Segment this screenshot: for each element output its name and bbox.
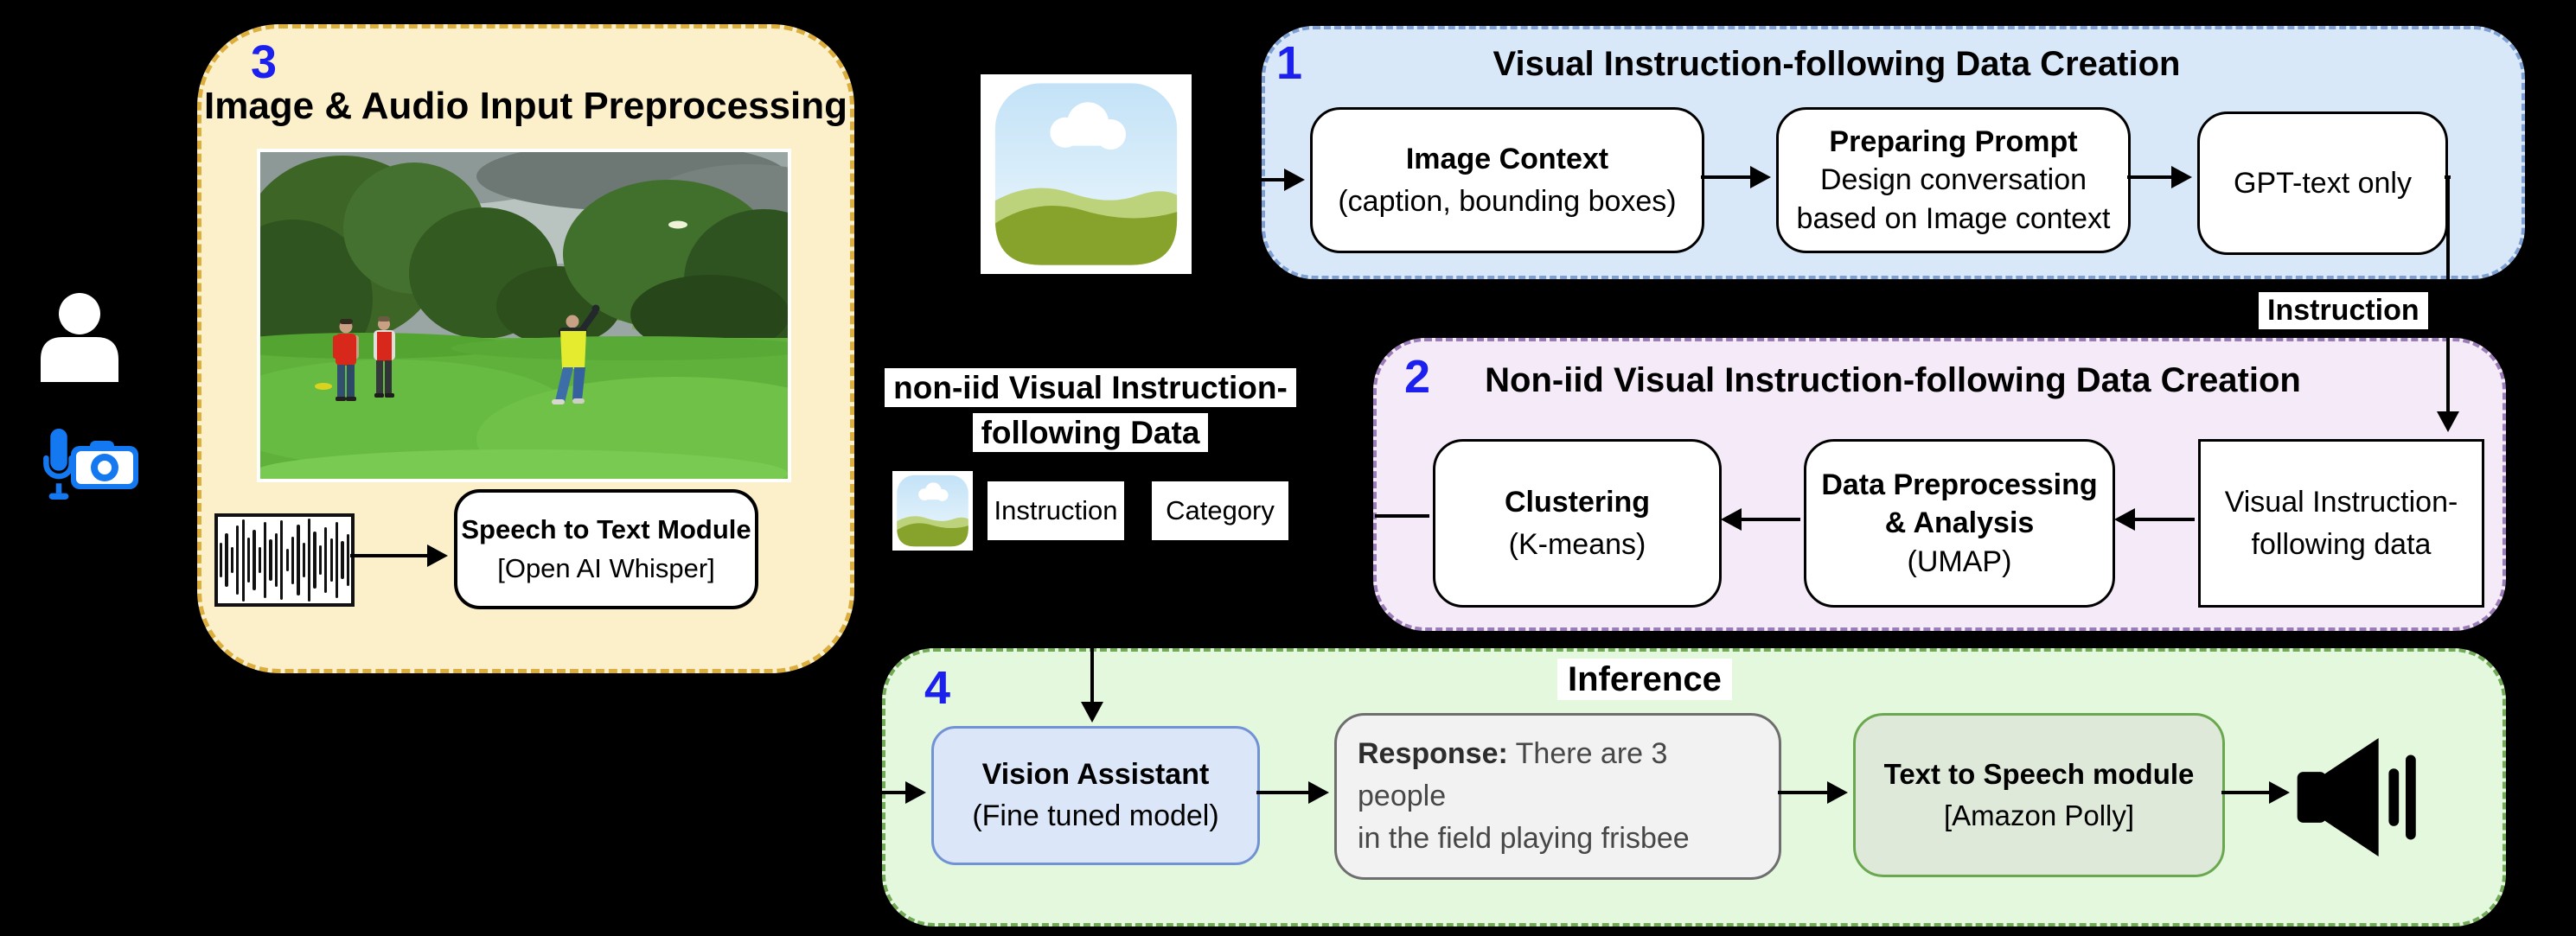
arrow-image-to-context [1259, 169, 1305, 191]
arrow-prompt-to-gpt [2127, 166, 2192, 188]
arrow-instruction-down [2437, 177, 2459, 432]
preparing-prompt-line3: based on Image context [1796, 201, 2111, 235]
instruction-flow-label: Instruction [2259, 292, 2428, 329]
noniid-data-label-line1: non-iid Visual Instruction- [885, 368, 1296, 407]
arrow-waveform-to-speech [350, 544, 448, 567]
speaker-icon [2297, 737, 2416, 857]
clustering-subtitle: (K-means) [1508, 527, 1646, 561]
gpt-box: GPT-text only [2197, 111, 2448, 255]
vision-assistant-box: Vision Assistant (Fine tuned model) [931, 726, 1260, 865]
vision-assistant-title: Vision Assistant [981, 757, 1210, 791]
section-number-1: 1 [1276, 37, 1303, 89]
arrow-preprocessing-to-clustering [1721, 508, 1800, 531]
instruction-item-box: Instruction [986, 480, 1126, 542]
vif-data-line1: Visual Instruction- [2224, 486, 2458, 519]
arrow-into-vision-assistant [882, 781, 926, 804]
response-label: Response: [1358, 736, 1508, 770]
landscape-image-icon-small [892, 471, 973, 551]
camera-icon [71, 441, 138, 489]
arrow-data-to-vision-assistant [1081, 648, 1103, 723]
data-preprocessing-line2: & Analysis [1884, 506, 2035, 540]
person-icon [41, 293, 118, 382]
landscape-image-icon [981, 74, 1192, 274]
section-visual-data-creation: 1 Visual Instruction-following Data Crea… [1262, 26, 2525, 279]
gpt-title: GPT-text only [2234, 166, 2412, 200]
response-text-line1: There are 3 people [1358, 736, 1668, 812]
text-to-speech-title: Text to Speech module [1883, 758, 2195, 791]
response-text-line2: in the field playing frisbee [1358, 822, 1690, 856]
speech-to-text-box: Speech to Text Module [Open AI Whisper] [454, 489, 758, 609]
noniid-data-label-line2: following Data [972, 413, 1209, 452]
section-title-noniid-creation: Non-iid Visual Instruction-following Dat… [1485, 361, 2301, 399]
section-number-2: 2 [1404, 351, 1431, 403]
response-box: Response: There are 3 people in the fiel… [1334, 713, 1781, 880]
vif-data-box: Visual Instruction- following data [2198, 439, 2484, 608]
arrow-vifdata-to-preprocessing [2114, 508, 2195, 531]
speech-to-text-subtitle: [Open AI Whisper] [497, 552, 715, 583]
data-preprocessing-line1: Data Preprocessing [1821, 468, 2098, 502]
data-preprocessing-subtitle: (UMAP) [1907, 544, 2012, 578]
section-title-data-creation: Visual Instruction-following Data Creati… [1493, 45, 2181, 83]
arrow-response-to-tts [1778, 781, 1848, 804]
section-inference: 4 Inference Vision Assistant (Fine tuned… [882, 648, 2506, 926]
audio-waveform-icon [214, 513, 355, 607]
image-context-title: Image Context [1405, 143, 1609, 176]
section-noniid-data-creation: 2 Non-iid Visual Instruction-following D… [1373, 338, 2506, 631]
vision-assistant-subtitle: (Fine tuned model) [972, 799, 1219, 832]
noniid-data-label: non-iid Visual Instruction- following Da… [878, 366, 1303, 455]
data-preprocessing-box: Data Preprocessing & Analysis (UMAP) [1804, 439, 2115, 608]
category-item-box: Category [1150, 480, 1290, 542]
image-context-box: Image Context (caption, bounding boxes) [1310, 107, 1704, 253]
text-to-speech-subtitle: [Amazon Polly] [1943, 799, 2135, 831]
preparing-prompt-box: Preparing Prompt Design conversation bas… [1776, 107, 2131, 253]
section-image-audio-preprocessing: 3 Image & Audio Input Preprocessing [197, 24, 854, 673]
arrow-va-to-response [1256, 781, 1329, 804]
section-title-preprocessing: Image & Audio Input Preprocessing [203, 85, 848, 127]
arrow-context-to-prompt [1701, 166, 1771, 188]
vif-data-line2: following data [2251, 527, 2432, 561]
preparing-prompt-line2: Design conversation [1819, 163, 2087, 197]
speech-to-text-title: Speech to Text Module [461, 514, 751, 545]
preparing-prompt-title: Preparing Prompt [1829, 125, 2078, 159]
text-to-speech-box: Text to Speech module [Amazon Polly] [1853, 713, 2225, 877]
section-title-inference: Inference [1557, 659, 1732, 700]
field-photo [257, 149, 791, 482]
clustering-title: Clustering [1504, 486, 1651, 519]
arrow-tts-to-speaker [2221, 781, 2290, 804]
section-number-4: 4 [924, 662, 951, 714]
clustering-box: Clustering (K-means) [1433, 439, 1722, 608]
section-number-3: 3 [251, 36, 278, 88]
image-context-subtitle: (caption, bounding boxes) [1338, 184, 1677, 218]
connector-clustering-out [1375, 514, 1429, 518]
